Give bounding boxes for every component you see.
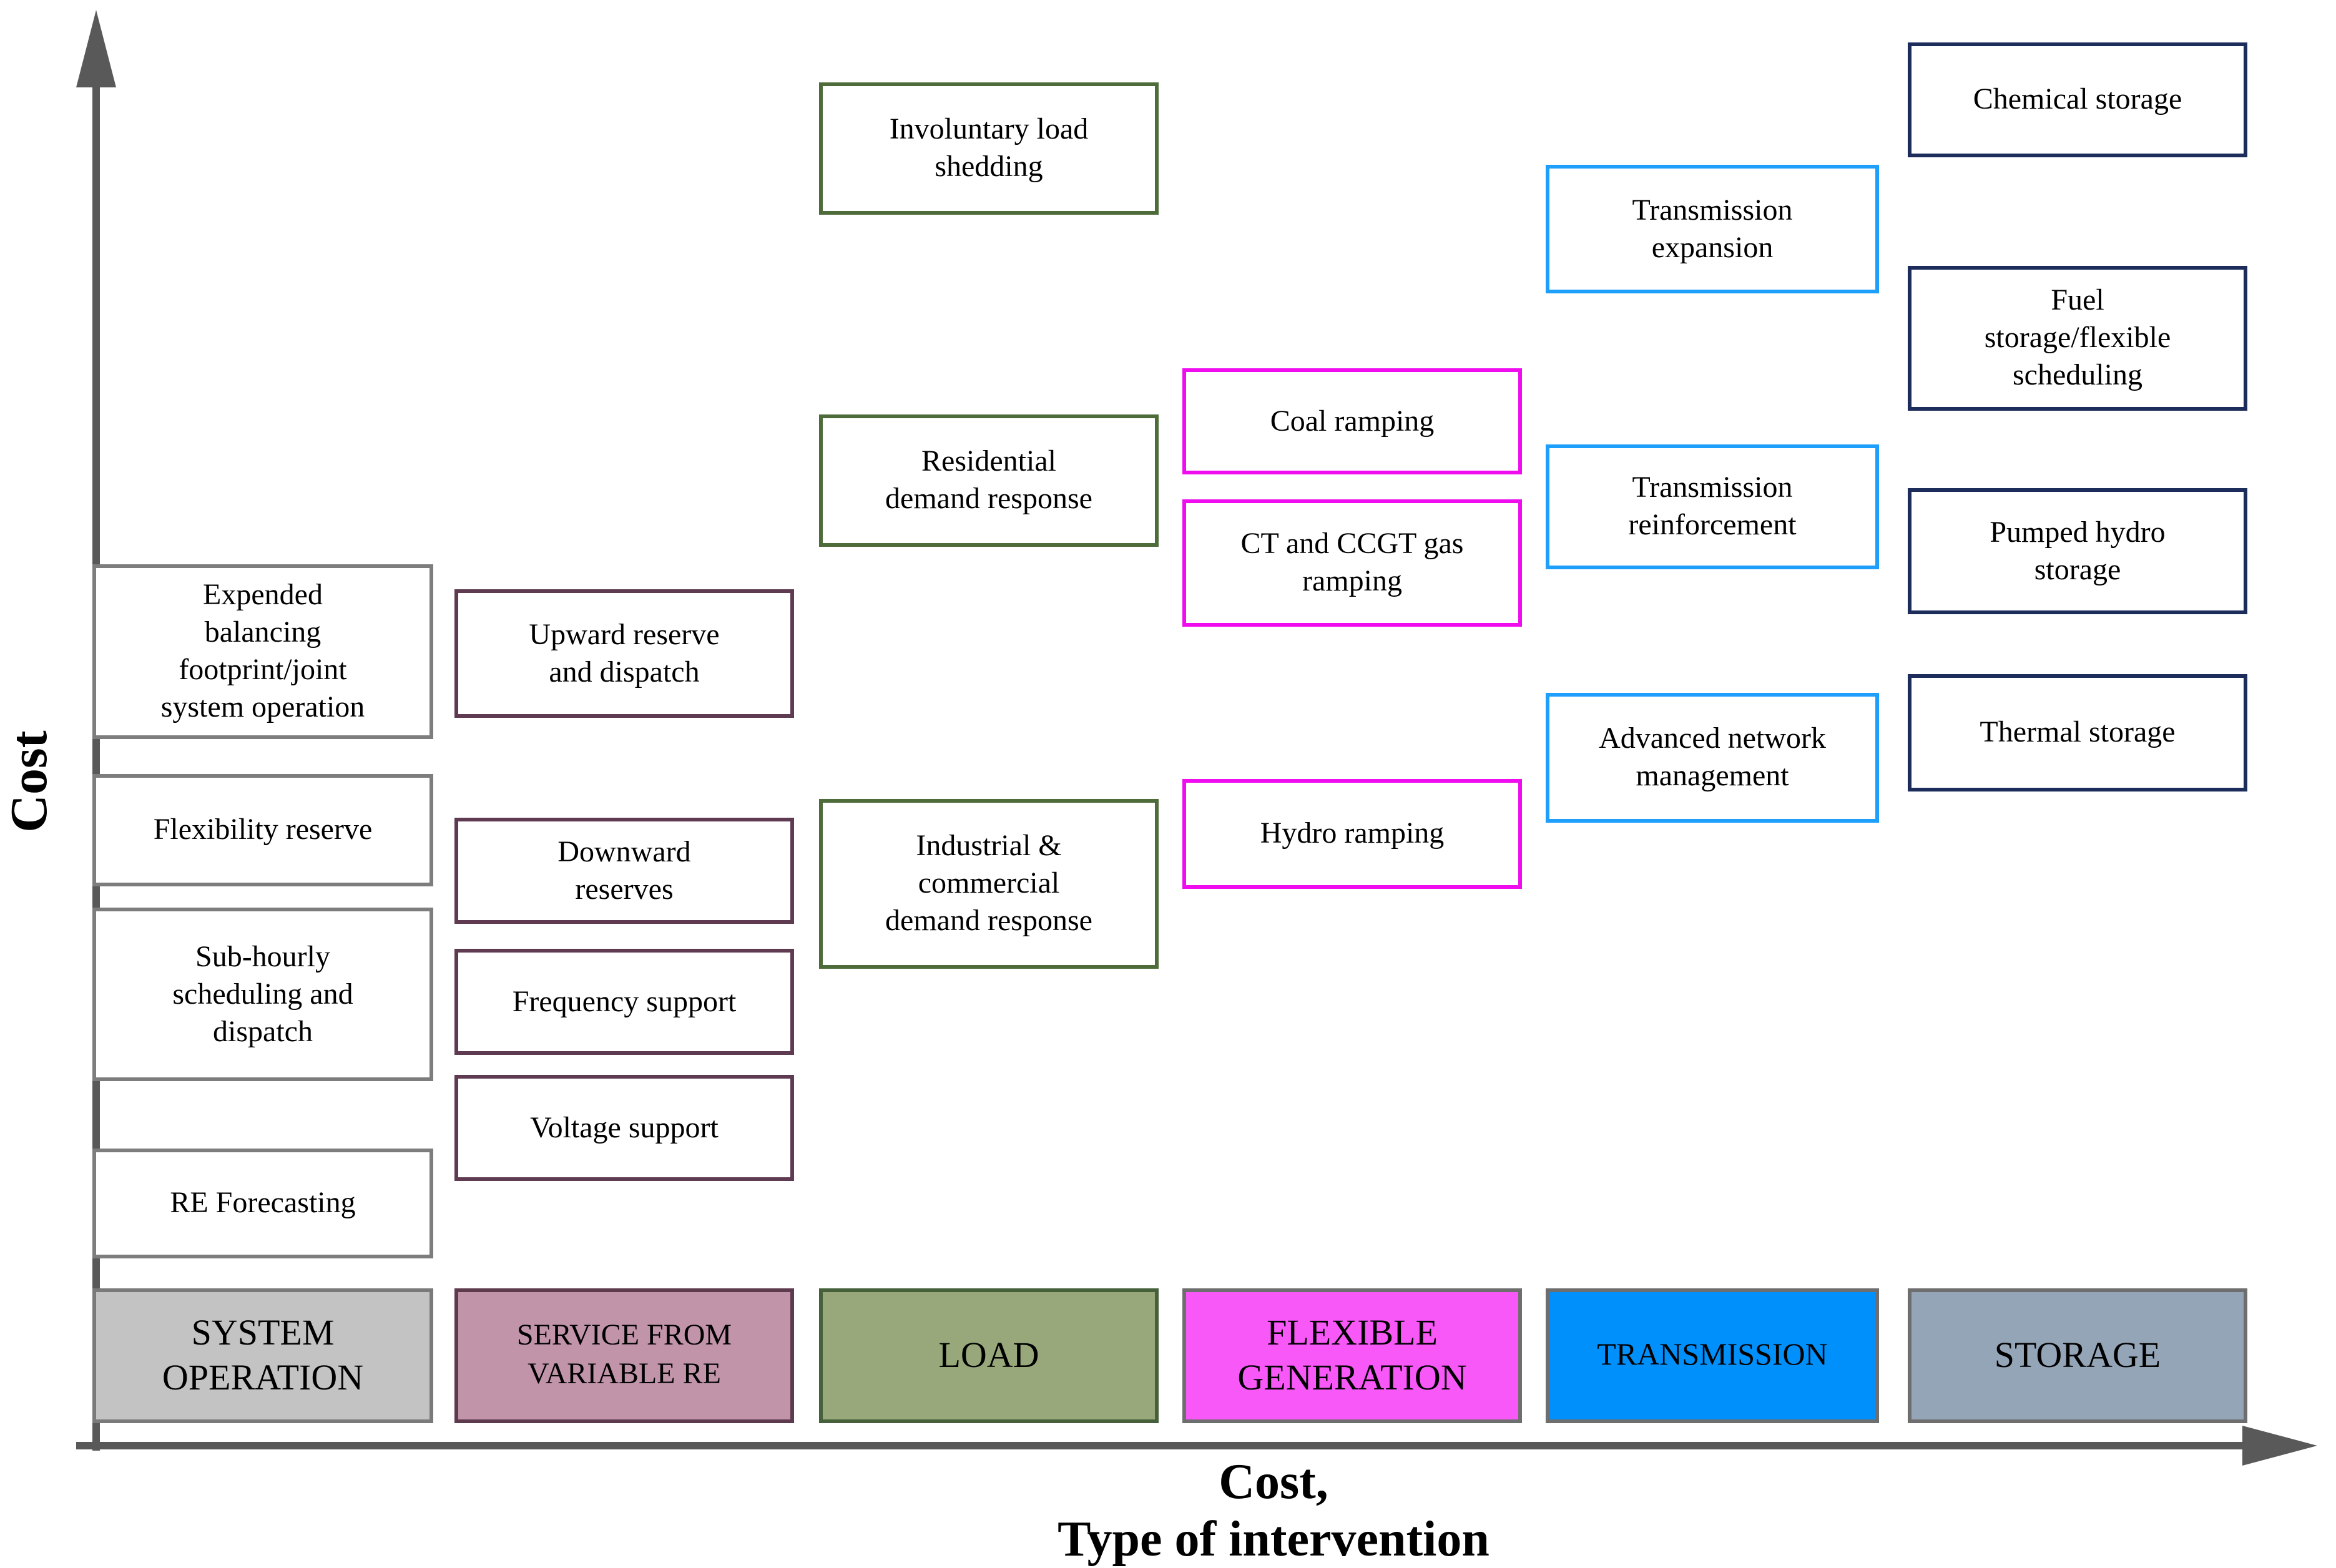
item-box-voltage-support: Voltage support bbox=[454, 1075, 794, 1181]
item-box-upward-reserve: Upward reserve and dispatch bbox=[454, 589, 794, 718]
x-axis-label: Cost, Type of intervention bbox=[749, 1453, 1798, 1568]
item-box-label: Residential demand response bbox=[885, 446, 1092, 516]
category-header-label: FLEXIBLE GENERATION bbox=[1237, 1313, 1467, 1398]
item-box-label: Hydro ramping bbox=[1260, 818, 1445, 850]
y-axis-line bbox=[92, 50, 100, 1451]
item-box-label: Transmission expansion bbox=[1632, 194, 1793, 264]
item-box-label: RE Forecasting bbox=[170, 1187, 356, 1220]
item-box-label: Industrial & commercial demand response bbox=[885, 830, 1092, 938]
item-box-thermal-storage: Thermal storage bbox=[1908, 674, 2247, 791]
y-axis-label: Cost bbox=[1, 730, 59, 833]
item-box-frequency-support: Frequency support bbox=[454, 949, 794, 1055]
x-axis-line bbox=[76, 1442, 2255, 1449]
x-axis-arrowhead-icon bbox=[2242, 1426, 2317, 1466]
item-box-flexibility-reserve: Flexibility reserve bbox=[92, 774, 433, 886]
item-box-label: Frequency support bbox=[512, 986, 737, 1018]
item-box-downward-reserves: Downward reserves bbox=[454, 818, 794, 924]
category-header-label: TRANSMISSION bbox=[1597, 1338, 1828, 1372]
category-header-label: LOAD bbox=[938, 1336, 1039, 1376]
item-box-label: Fuel storage/flexible scheduling bbox=[1984, 285, 2171, 392]
item-box-fuel-storage-flexible-scheduling: Fuel storage/flexible scheduling bbox=[1908, 266, 2247, 411]
category-header-label: STORAGE bbox=[1994, 1336, 2161, 1376]
item-box-pumped-hydro-storage: Pumped hydro storage bbox=[1908, 488, 2247, 614]
item-box-label: Involuntary load shedding bbox=[889, 114, 1089, 184]
item-box-label: Sub-hourly scheduling and dispatch bbox=[172, 941, 353, 1048]
item-box-label: Flexibility reserve bbox=[153, 814, 373, 846]
item-box-label: Coal ramping bbox=[1270, 405, 1435, 438]
x-axis-label-line2: Type of intervention bbox=[1058, 1511, 1489, 1567]
item-box-advanced-network-management: Advanced network management bbox=[1546, 693, 1879, 823]
item-box-involuntary-load-shedding: Involuntary load shedding bbox=[819, 82, 1159, 215]
item-box-label: Voltage support bbox=[530, 1112, 719, 1144]
x-axis-label-line1: Cost, bbox=[1219, 1453, 1328, 1509]
item-box-residential-demand-response: Residential demand response bbox=[819, 414, 1159, 547]
category-header-load: LOAD bbox=[819, 1288, 1159, 1423]
category-header-label: SERVICE FROM VARIABLE RE bbox=[516, 1320, 732, 1391]
item-box-industrial-commercial-demand-response: Industrial & commercial demand response bbox=[819, 799, 1159, 969]
item-box-transmission-reinforcement: Transmission reinforcement bbox=[1546, 444, 1879, 569]
item-box-label: Expended balancing footprint/joint syste… bbox=[160, 579, 365, 724]
item-box-sub-hourly-scheduling: Sub-hourly scheduling and dispatch bbox=[92, 908, 433, 1081]
item-box-label: Pumped hydro storage bbox=[1990, 516, 2166, 586]
item-box-coal-ramping: Coal ramping bbox=[1182, 368, 1522, 474]
category-header-service-from-variable-re: SERVICE FROM VARIABLE RE bbox=[454, 1288, 794, 1423]
item-box-label: Transmission reinforcement bbox=[1628, 472, 1797, 542]
item-box-label: Chemical storage bbox=[1973, 84, 2182, 116]
item-box-label: Downward reserves bbox=[557, 836, 691, 906]
item-box-hydro-ramping: Hydro ramping bbox=[1182, 779, 1522, 889]
item-box-label: CT and CCGT gas ramping bbox=[1240, 528, 1464, 598]
category-header-system-operation: SYSTEM OPERATION bbox=[92, 1288, 433, 1423]
item-box-chemical-storage: Chemical storage bbox=[1908, 42, 2247, 157]
item-box-label: Thermal storage bbox=[1980, 717, 2176, 749]
category-header-transmission: TRANSMISSION bbox=[1546, 1288, 1879, 1423]
item-box-transmission-expansion: Transmission expansion bbox=[1546, 165, 1879, 293]
category-header-storage: STORAGE bbox=[1908, 1288, 2247, 1423]
item-box-ct-ccgt-gas-ramping: CT and CCGT gas ramping bbox=[1182, 499, 1522, 627]
item-box-label: Advanced network management bbox=[1599, 723, 1826, 793]
category-header-label: SYSTEM OPERATION bbox=[162, 1313, 364, 1398]
item-box-re-forecasting: RE Forecasting bbox=[92, 1149, 433, 1258]
category-header-flexible-generation: FLEXIBLE GENERATION bbox=[1182, 1288, 1522, 1423]
item-box-label: Upward reserve and dispatch bbox=[529, 619, 720, 688]
y-axis-arrowhead-icon bbox=[76, 10, 116, 87]
item-box-expended-balancing: Expended balancing footprint/joint syste… bbox=[92, 564, 433, 739]
